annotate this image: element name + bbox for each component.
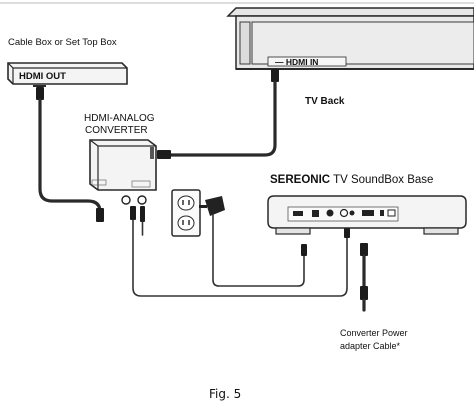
power-adapter-label-line1: Converter Power bbox=[340, 328, 408, 338]
cable-box-label: Cable Box or Set Top Box bbox=[8, 37, 117, 48]
converter-hdmi-input-plug bbox=[96, 208, 104, 222]
tv bbox=[226, 7, 474, 70]
soundbox-base bbox=[267, 195, 467, 235]
wall-outlet bbox=[171, 189, 201, 237]
hdmi-out-plug bbox=[36, 87, 44, 100]
power-adapter-label-line2: adapter Cable* bbox=[340, 341, 401, 351]
hdmi-cable-tv-to-converter bbox=[169, 80, 277, 157]
soundbox-label: SEREONIC TV SoundBox Base bbox=[270, 174, 433, 186]
soundbox-brand: SEREONIC bbox=[270, 174, 330, 186]
soundbox-model: TV SoundBox Base bbox=[330, 174, 433, 186]
converter-label-line2: CONVERTER bbox=[85, 125, 148, 136]
converter-power-plug bbox=[140, 206, 145, 222]
converter-label-line1: HDMI-ANALOG bbox=[84, 113, 155, 124]
cable-box bbox=[7, 62, 128, 87]
soundbox-hdmi-plug bbox=[360, 243, 368, 256]
hdmi-analog-converter bbox=[89, 139, 157, 205]
power-adapter bbox=[199, 196, 225, 216]
analog-audio-cable bbox=[132, 219, 348, 297]
figure-caption: Fig. 5 bbox=[209, 387, 241, 401]
converter-power-adapter-plug bbox=[360, 286, 368, 300]
tv-hdmi-in-plug bbox=[271, 69, 279, 82]
hdmi-in-label: — HDMI IN bbox=[275, 57, 318, 67]
hdmi-cable-box-to-converter bbox=[38, 98, 102, 214]
soundbox-analog-plug bbox=[344, 228, 350, 238]
power-adapter-cable bbox=[212, 213, 305, 287]
hdmi-out-label: HDMI OUT bbox=[19, 71, 66, 82]
power-adapter-plug bbox=[301, 244, 307, 256]
converter-hdmi-output-plug bbox=[157, 150, 171, 159]
tv-back-label: TV Back bbox=[305, 96, 345, 107]
converter-analog-plug bbox=[130, 206, 136, 220]
